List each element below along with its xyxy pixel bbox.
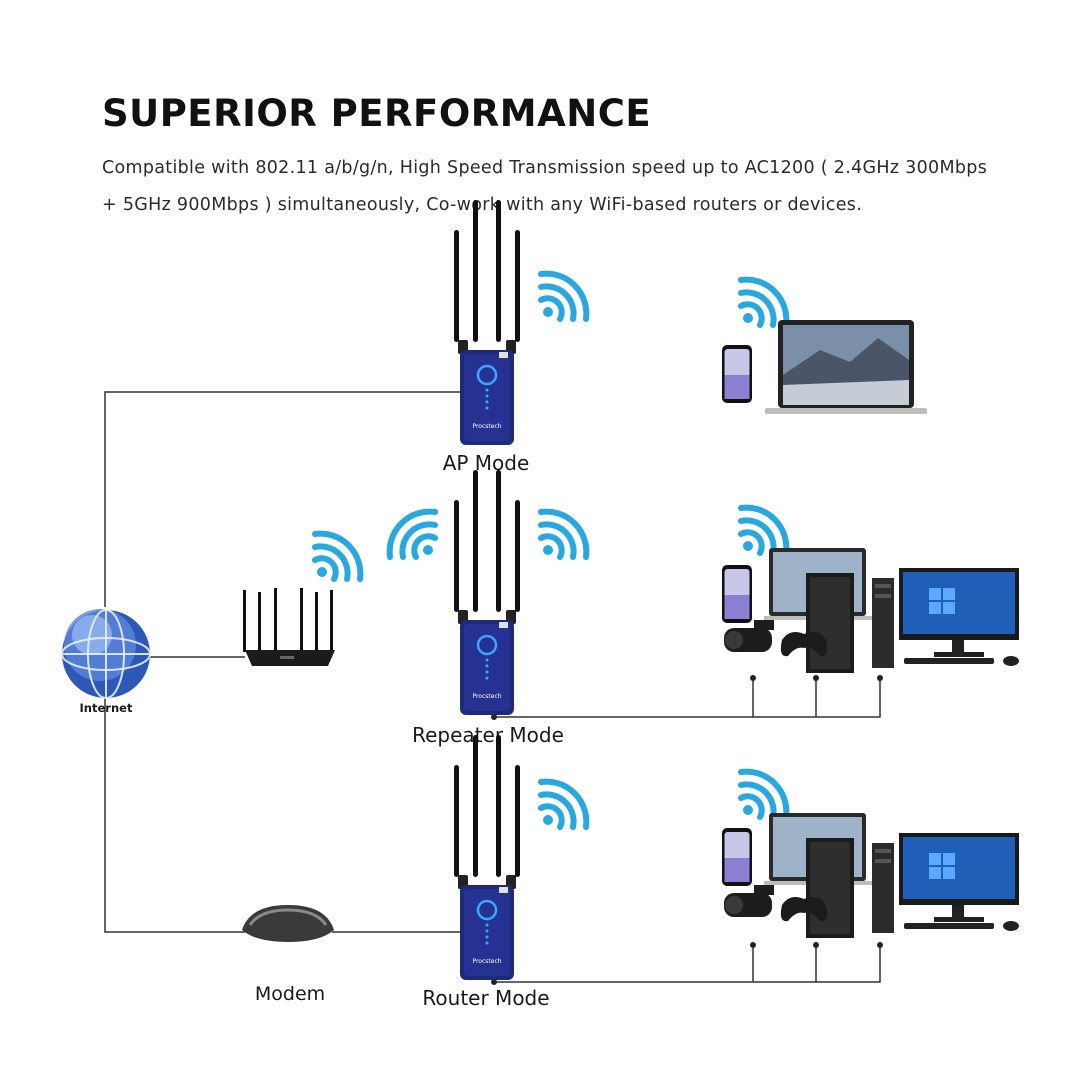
wifi-icon	[741, 508, 786, 553]
router-icon	[243, 588, 335, 666]
description: Compatible with 802.11 a/b/g/n, High Spe…	[102, 158, 988, 215]
internet-label: Internet	[80, 701, 133, 715]
wifi-icon	[390, 512, 435, 557]
page-title: SUPERIOR PERFORMANCE	[102, 92, 652, 135]
wifi-icon	[541, 274, 586, 319]
mode-label-ap: AP Mode	[443, 451, 530, 475]
modem-icon	[242, 905, 334, 942]
desktop-pc-icon	[724, 813, 1019, 938]
wifi-extender-icon	[452, 733, 522, 982]
smartphone-icon	[722, 828, 752, 886]
desktop-pc-icon	[724, 548, 1019, 673]
mode-label-router: Router Mode	[422, 986, 549, 1010]
extender-brand: Procstech	[472, 423, 501, 430]
wifi-extender-icon	[452, 468, 522, 717]
wifi-icon	[541, 512, 586, 557]
laptop-icon	[765, 320, 927, 414]
wifi-icon	[315, 534, 360, 579]
extender-brand: Procstech	[472, 693, 501, 700]
wifi-extender-icon	[452, 198, 522, 447]
wifi-icon	[741, 772, 786, 817]
wifi-icon	[741, 280, 786, 325]
mode-label-repeater: Repeater Mode	[412, 723, 564, 747]
wifi-icon	[541, 782, 586, 827]
smartphone-icon	[722, 565, 752, 623]
connection-dots	[491, 675, 883, 985]
globe-icon	[61, 609, 151, 699]
smartphone-icon	[722, 345, 752, 403]
extender-brand: Procstech	[472, 958, 501, 965]
modem-label: Modem	[255, 983, 325, 1005]
connection-lines	[104, 391, 881, 983]
